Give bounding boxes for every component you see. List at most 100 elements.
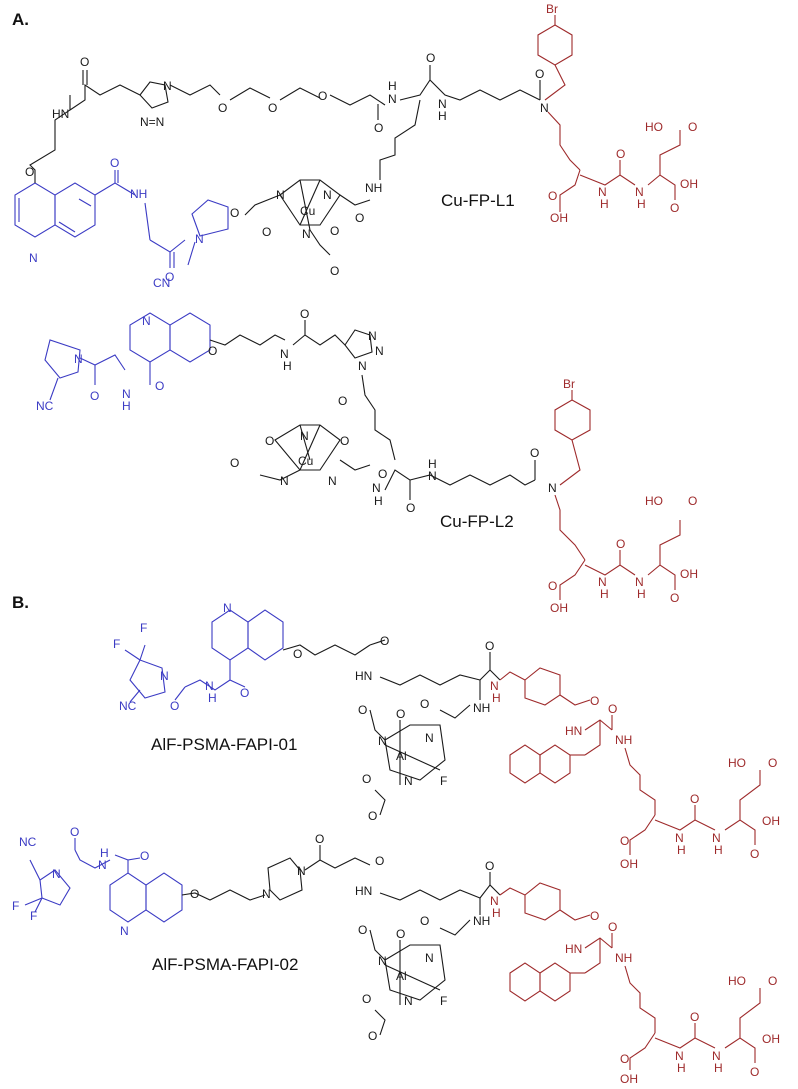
svg-text:H: H — [100, 846, 109, 860]
quinoline-ring-icon — [14, 170, 229, 268]
svg-text:H: H — [492, 691, 501, 705]
svg-text:NH: NH — [365, 181, 382, 195]
svg-text:O: O — [170, 699, 179, 713]
svg-text:H: H — [283, 359, 292, 373]
svg-text:O: O — [155, 379, 164, 393]
svg-text:N: N — [358, 359, 367, 373]
svg-text:H: H — [600, 197, 609, 211]
svg-text:N: N — [223, 601, 232, 615]
svg-text:O: O — [688, 494, 697, 508]
svg-text:H: H — [388, 79, 397, 93]
svg-text:O: O — [485, 859, 494, 873]
svg-text:NH: NH — [473, 914, 490, 928]
svg-text:O: O — [590, 909, 599, 923]
cu-fp-l1-structure: N NH O O N CN O HN O N N=N O O O O HN O … — [14, 2, 698, 290]
svg-text:F: F — [30, 909, 37, 923]
svg-text:N: N — [428, 469, 437, 483]
svg-text:OH: OH — [550, 211, 568, 225]
svg-text:O: O — [338, 394, 347, 408]
svg-text:OH: OH — [680, 177, 698, 191]
svg-text:NC: NC — [119, 699, 137, 713]
svg-text:N: N — [163, 79, 172, 93]
compound-label-alf-psma-fapi-01: AlF-PSMA-FAPI-01 — [151, 735, 298, 754]
svg-text:O: O — [358, 703, 367, 717]
svg-text:H: H — [208, 691, 217, 705]
svg-text:H: H — [428, 457, 437, 471]
svg-text:N: N — [276, 188, 285, 202]
svg-text:O: O — [406, 501, 415, 515]
svg-text:O: O — [396, 927, 405, 941]
svg-text:O: O — [530, 446, 539, 460]
svg-text:N: N — [262, 887, 271, 901]
svg-text:Br: Br — [546, 2, 558, 16]
svg-text:O: O — [368, 809, 377, 823]
naphthalene-ring-icon — [509, 962, 585, 1002]
svg-text:F: F — [113, 637, 120, 651]
svg-text:N: N — [712, 1049, 721, 1063]
svg-text:O: O — [620, 834, 629, 848]
svg-text:N: N — [490, 679, 499, 693]
svg-text:OH: OH — [620, 1072, 638, 1086]
svg-text:N: N — [425, 731, 434, 745]
quinoline-ring-icon — [24, 838, 183, 923]
svg-text:O: O — [368, 1029, 377, 1043]
svg-text:O: O — [670, 201, 679, 215]
svg-text:O: O — [420, 914, 429, 928]
svg-text:Cu: Cu — [300, 204, 315, 218]
svg-text:O: O — [374, 121, 383, 135]
svg-text:O: O — [688, 120, 697, 134]
svg-text:NC: NC — [36, 399, 54, 413]
svg-text:OH: OH — [762, 814, 780, 828]
svg-text:O: O — [70, 825, 79, 839]
svg-text:H: H — [438, 109, 447, 123]
svg-text:N: N — [490, 894, 499, 908]
svg-text:N: N — [540, 101, 549, 115]
svg-text:O: O — [608, 702, 617, 716]
svg-text:N: N — [635, 185, 644, 199]
svg-text:HN: HN — [52, 107, 69, 121]
svg-text:HN: HN — [565, 942, 582, 956]
svg-text:O: O — [230, 456, 239, 470]
svg-text:O: O — [670, 591, 679, 605]
svg-text:OH: OH — [620, 857, 638, 871]
svg-text:O: O — [690, 1010, 699, 1024]
svg-text:O: O — [378, 467, 387, 481]
svg-text:O: O — [608, 920, 617, 934]
svg-text:H: H — [714, 1061, 723, 1075]
svg-text:HO: HO — [728, 974, 746, 988]
svg-text:H: H — [714, 843, 723, 857]
svg-text:O: O — [165, 270, 174, 284]
svg-text:N: N — [368, 329, 377, 343]
svg-text:O: O — [330, 264, 339, 278]
svg-text:O: O — [340, 434, 349, 448]
svg-text:N: N — [122, 387, 131, 401]
svg-text:NH: NH — [130, 187, 147, 201]
quinoline-ring-icon — [124, 609, 284, 703]
svg-text:N: N — [74, 352, 83, 366]
svg-text:O: O — [535, 67, 544, 81]
panel-b-label: B. — [12, 593, 29, 612]
svg-text:HN: HN — [565, 724, 582, 738]
svg-text:F: F — [440, 774, 447, 788]
svg-text:O: O — [330, 224, 339, 238]
cu-chelator-cage-icon — [259, 424, 371, 481]
svg-text:N: N — [160, 669, 169, 683]
svg-text:O: O — [768, 756, 777, 770]
svg-text:N: N — [120, 924, 129, 938]
svg-text:N: N — [438, 97, 447, 111]
svg-text:N: N — [404, 774, 413, 788]
svg-text:N: N — [29, 251, 38, 265]
svg-text:N: N — [323, 188, 332, 202]
svg-text:NH: NH — [615, 733, 632, 747]
svg-text:Al: Al — [396, 969, 407, 983]
svg-text:H: H — [677, 1061, 686, 1075]
svg-text:N: N — [675, 1049, 684, 1063]
alf-psma-fapi-02-structure: NC O HN O N F F N O N N O O HN O NH O — [12, 825, 780, 1086]
alf-psma-fapi-01-structure: N O NH O N F F NC O O HN O NH O O O N N … — [113, 601, 780, 871]
svg-text:O: O — [750, 847, 759, 861]
svg-text:N: N — [378, 954, 387, 968]
cyclohexyl-ring-icon — [499, 882, 591, 921]
svg-text:N: N — [425, 951, 434, 965]
alf-chelator-cage-icon — [369, 929, 446, 1036]
